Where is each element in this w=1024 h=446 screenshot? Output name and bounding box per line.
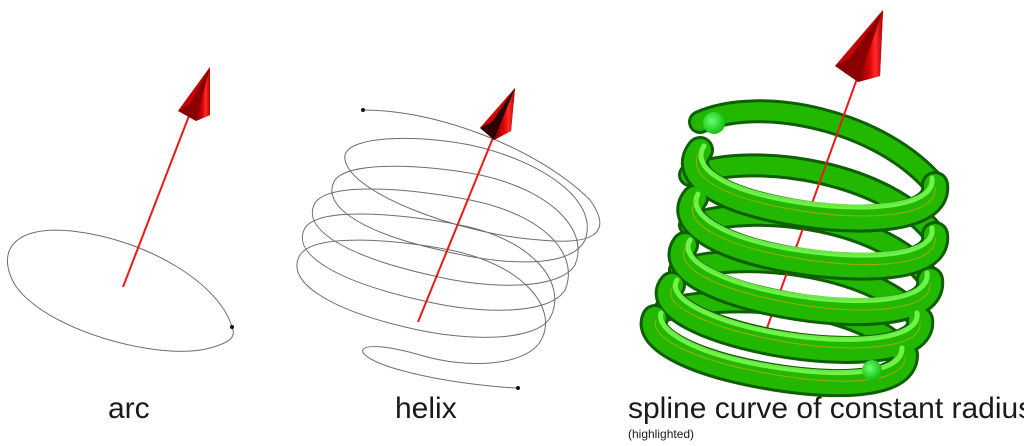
helix-start-point [361, 108, 365, 112]
tube-front-coils [639, 136, 950, 398]
helix-label: helix [395, 392, 457, 425]
spline-note-label: (highlighted) [628, 427, 695, 441]
arc-endpoint [230, 325, 234, 329]
spline-end-point [862, 360, 882, 380]
helix-figure [296, 88, 601, 390]
spline-start-point [703, 112, 725, 134]
arc-axis-line [122, 107, 193, 288]
arc-label: arc [108, 392, 150, 425]
spline-figure [639, 10, 950, 398]
helix-end-point [516, 386, 520, 390]
arc-figure [6, 67, 234, 352]
red-cone-arrow-icon [835, 10, 883, 82]
red-cone-arrow-icon [178, 67, 210, 121]
helix-curve [296, 109, 601, 389]
spline-label: spline curve of constant radius [628, 392, 1024, 425]
arc-curve [6, 229, 234, 352]
helix-axis-line [417, 127, 498, 323]
red-cone-arrow-icon [480, 88, 515, 140]
